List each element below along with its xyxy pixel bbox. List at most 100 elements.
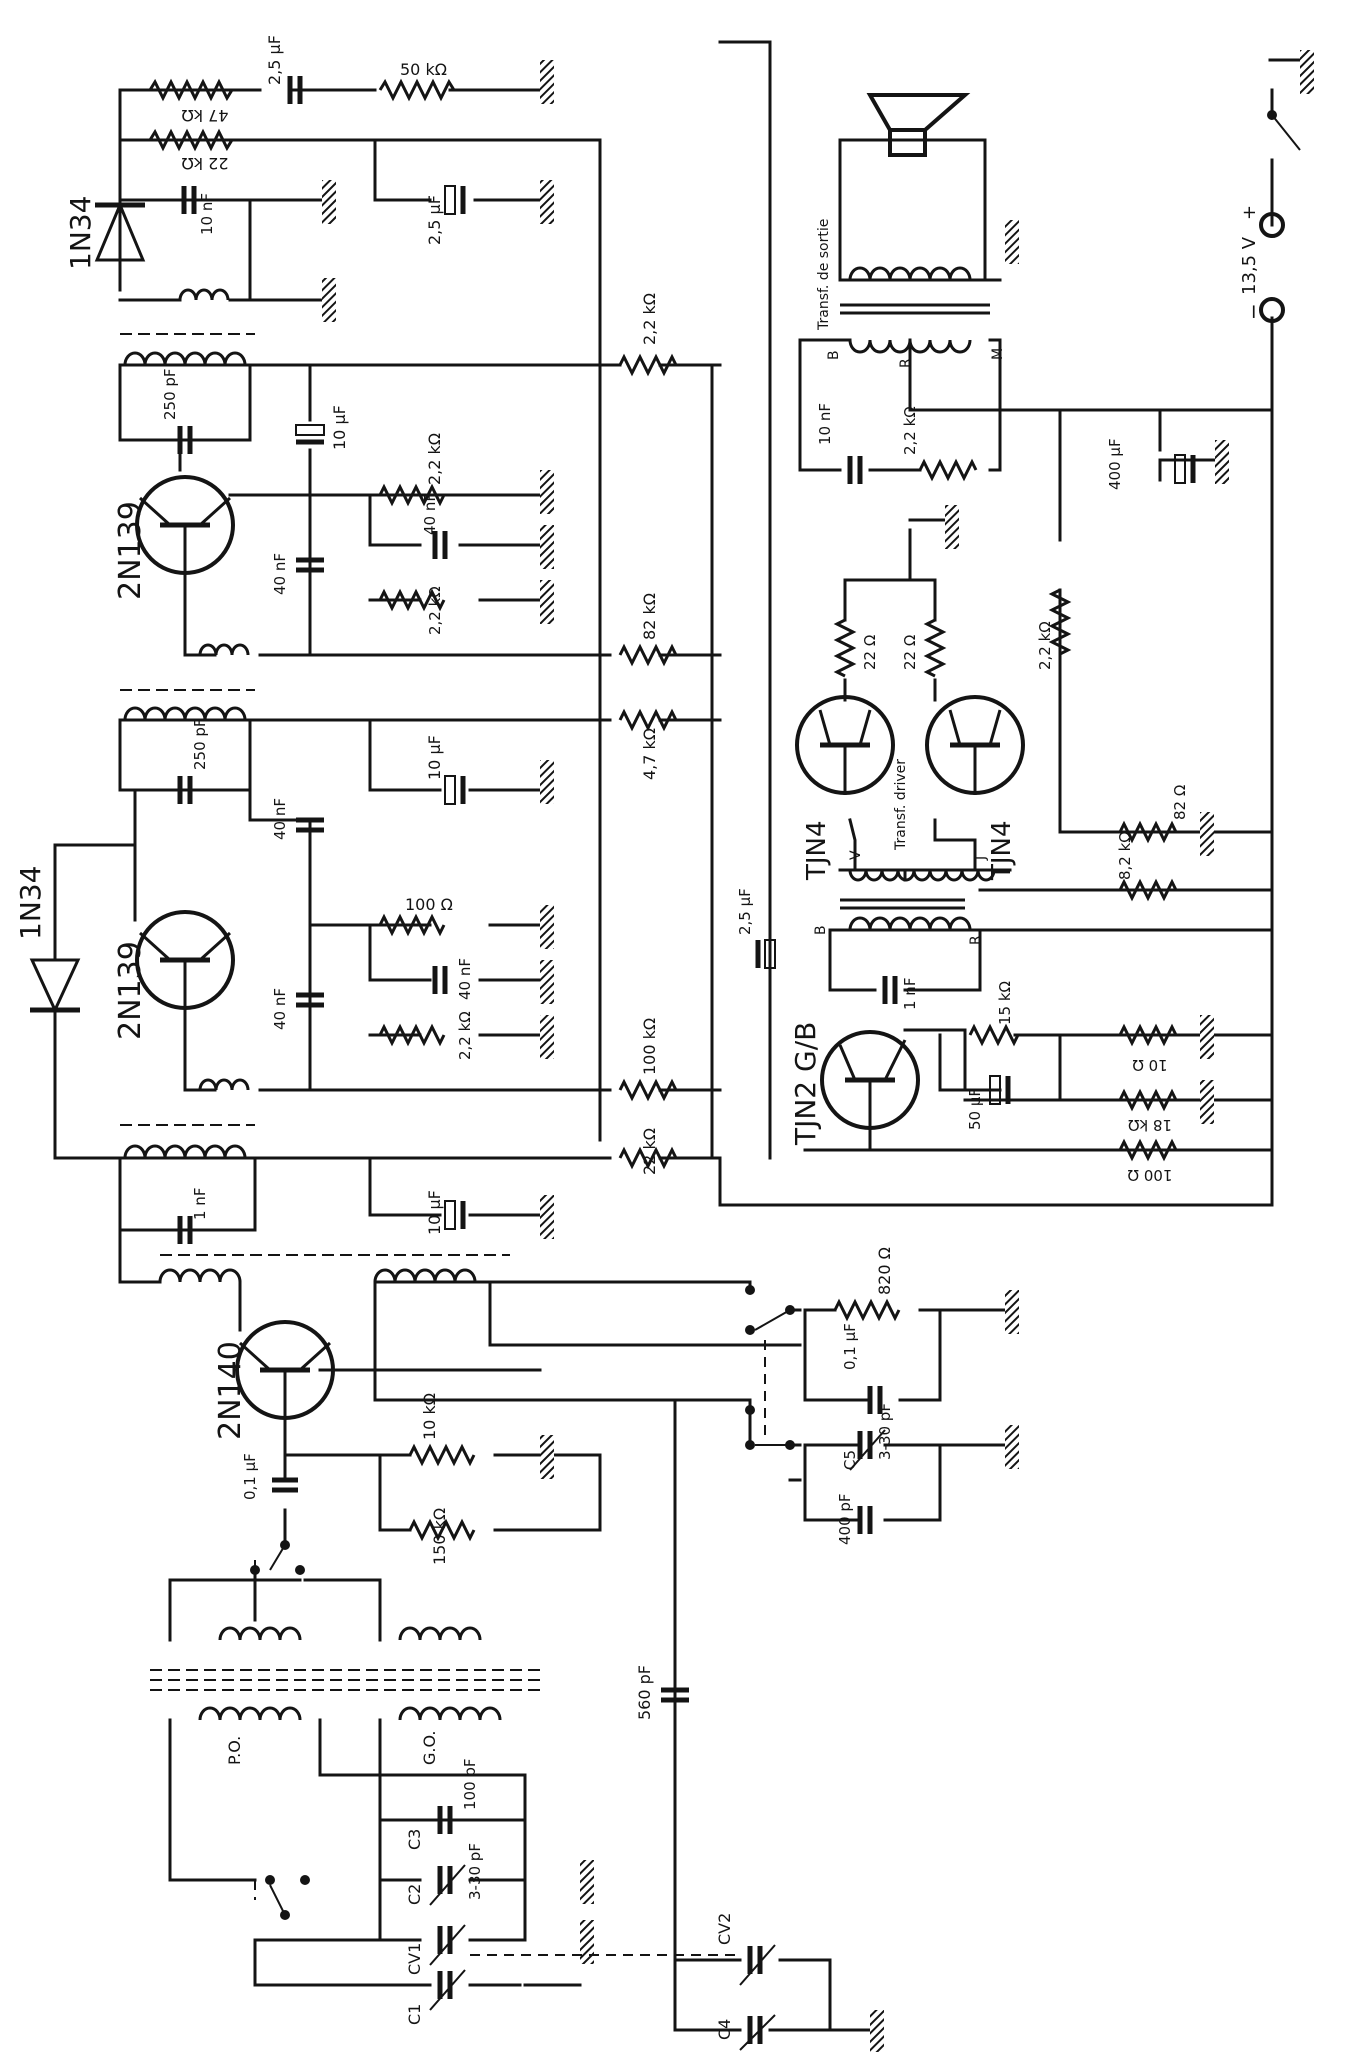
coil-po	[198, 1706, 302, 1721]
resistor-150k	[408, 1518, 476, 1542]
label-q2: 2N139	[113, 941, 148, 1040]
capacitor-50uF	[989, 1075, 1011, 1105]
label-c-40nF-d: 40 nF	[456, 958, 474, 1000]
ground-icon	[540, 905, 554, 949]
capacitor-40nF-c	[296, 817, 324, 833]
capacitor-c2	[429, 1864, 466, 1906]
resistor-8-2k	[1118, 878, 1178, 902]
coil-output-secondary	[848, 266, 972, 281]
label-supply-plus: +	[1239, 205, 1260, 220]
label-r-2-2k-c: 2,2 kΩ	[426, 586, 444, 635]
label-r-100: 100 Ω	[405, 895, 453, 914]
label-r-10k: 10 kΩ	[420, 1393, 439, 1440]
capacitor-40nF-d	[432, 966, 448, 994]
label-c-560pF: 560 pF	[635, 1665, 654, 1720]
capacitor-2-5uF-in	[755, 939, 776, 969]
capacitor-2-5uF-mid	[444, 185, 466, 215]
label-drv-title: Transf. driver	[893, 759, 909, 851]
coil-output-primary	[848, 339, 972, 354]
capacitor-1nF-b	[882, 976, 898, 1004]
label-c-10nF-top: 10 nF	[198, 193, 216, 235]
label-r-22k-b: 22 kΩ	[640, 1128, 659, 1175]
label-drv-j: J	[973, 856, 989, 861]
label-c2: C2	[405, 1884, 424, 1905]
transistor-q1	[135, 475, 235, 575]
capacitor-2-5uF-top	[287, 76, 303, 104]
coils	[123, 266, 996, 1721]
label-r-2-2k-f: 2,2 kΩ	[1036, 621, 1054, 670]
resistors	[148, 78, 1178, 1542]
ground-icon	[322, 278, 336, 322]
coil-driver-secondary	[848, 869, 996, 882]
label-r-2-2k-e: 2,2 kΩ	[901, 406, 919, 455]
label-c-40nF-a: 40 nF	[271, 553, 289, 595]
ground-icon	[540, 580, 554, 624]
ground-icon	[540, 1435, 554, 1479]
coil-osc-b	[373, 1268, 477, 1283]
ground-icon	[540, 960, 554, 1004]
diode-d2	[29, 958, 81, 1014]
resistor-47k-top	[148, 78, 234, 102]
label-c-10uF-b: 10 μF	[425, 735, 444, 780]
transistor-q4	[795, 695, 895, 795]
ground-icon	[1200, 1080, 1214, 1124]
ground-icon	[580, 1920, 594, 1964]
ground-icon	[1005, 1425, 1019, 1469]
coil-if1-primary	[123, 351, 247, 366]
label-r-150k: 150 kΩ	[430, 1508, 449, 1565]
label-q1: 2N139	[113, 501, 148, 600]
resistor-4-7k	[618, 708, 678, 732]
capacitor-40nF-a	[296, 557, 324, 573]
label-q6: TJN2 G/B	[789, 1022, 822, 1146]
label-supply-voltage: 13,5 V	[1239, 236, 1260, 295]
resistor-18k	[1118, 1088, 1178, 1112]
ground-icon	[540, 1195, 554, 1239]
transistor-q2	[135, 910, 235, 1010]
capacitor-400pF-a	[857, 1506, 873, 1534]
label-c-2-5uF-in: 2,5 μF	[736, 888, 754, 935]
coil-if3-primary	[123, 1144, 247, 1159]
ground-icon	[945, 505, 959, 549]
capacitor-1nF-a	[177, 1216, 193, 1244]
resistor-22k-top	[148, 128, 234, 152]
resistor-2-2k-e	[918, 458, 978, 482]
ganged-links	[254, 1340, 766, 1956]
label-drv-v: V	[848, 850, 864, 860]
label-in-r: R	[968, 935, 984, 945]
ground-icon	[1300, 50, 1314, 94]
capacitor-0-1uF-b	[867, 1386, 883, 1414]
label-r-2-2k-a: 2,2 kΩ	[640, 293, 659, 345]
label-r-2-2k-d: 2,2 kΩ	[456, 1011, 474, 1060]
label-c5-val: 3-30 pF	[876, 1403, 894, 1460]
label-in-b: B	[813, 925, 829, 935]
resistor-2-2k-a	[618, 353, 678, 377]
capacitor-0-1uF-a	[272, 1477, 298, 1493]
label-c-1nF-a: 1 nF	[191, 1188, 209, 1220]
coil-ant-1	[218, 1626, 302, 1641]
ground-icon	[870, 2010, 884, 2052]
label-cv1: CV1	[405, 1943, 424, 1975]
capacitor-10nF-top	[181, 186, 197, 214]
resistor-22k-b	[618, 1146, 678, 1170]
ground-icon	[1215, 440, 1229, 484]
resistor-10k	[408, 1443, 476, 1467]
switches	[250, 110, 1301, 1920]
capacitor-cv1	[429, 1924, 466, 1966]
resistor-2-2k-f	[1048, 588, 1072, 656]
resistor-2-2k-c	[378, 588, 446, 612]
label-c-40nF-e: 40 nF	[271, 988, 289, 1030]
label-c-2-5uF-mid: 2,5 μF	[425, 195, 444, 245]
resistor-2-2k-b	[378, 483, 446, 507]
label-r-4-7k: 4,7 kΩ	[640, 728, 659, 780]
label-c2-val: 3-30 pF	[466, 1843, 484, 1900]
label-c-10nF-b: 10 nF	[816, 403, 834, 445]
capacitor-10uF-c	[444, 1200, 466, 1230]
resistor-22-a	[833, 618, 857, 678]
capacitor-40nF-e	[296, 992, 324, 1008]
label-c-10uF-a: 10 μF	[330, 405, 349, 450]
ground-icon	[1005, 220, 1019, 264]
labels: 2N139 2N139 2N140 TJN4 TJN4 TJN2 G/B 1N3…	[14, 35, 1265, 2040]
label-r-100-b: 100 Ω	[1128, 1166, 1173, 1184]
label-c-400uF: 400 μF	[1106, 438, 1124, 490]
label-r-82k: 82 kΩ	[640, 593, 659, 640]
